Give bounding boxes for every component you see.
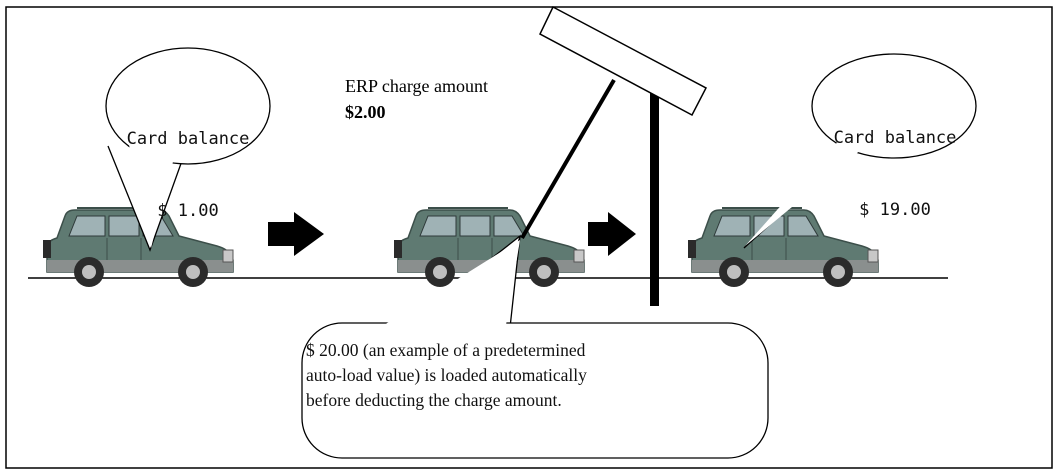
signal-beam (520, 78, 616, 240)
callout-line: before deducting the charge amount. (306, 390, 562, 410)
callout-line: $ 20.00 (an example of a predetermined (306, 340, 586, 360)
card-balance-left-text: Card balance $ 1.00 (108, 79, 268, 247)
card-balance-bubble-left (105, 47, 271, 252)
card-balance-bubble-right (743, 53, 977, 249)
gantry-sign (539, 5, 708, 117)
erp-charge-label: ERP charge amount (345, 76, 488, 96)
card-balance-right-text: Card balance $ 19.00 (815, 78, 975, 246)
erp-charge-text: ERP charge amount $2.00 (345, 73, 488, 125)
card-balance-value: $ 19.00 (859, 200, 931, 220)
card-balance-label: Card balance (833, 128, 957, 148)
card-balance-label: Card balance (126, 129, 250, 149)
card-balance-value: $ 1.00 (157, 201, 219, 221)
autoload-callout-text: $ 20.00 (an example of a predetermined a… (306, 338, 766, 413)
callout-line: auto-load value) is loaded automatically (306, 365, 587, 385)
diagram-frame (5, 6, 1053, 469)
erp-charge-amount: $2.00 (345, 102, 386, 122)
gantry-pole (650, 80, 659, 306)
autoload-callout (301, 234, 769, 459)
right-arrow-icon (268, 212, 324, 256)
right-arrow-icon (588, 212, 636, 256)
